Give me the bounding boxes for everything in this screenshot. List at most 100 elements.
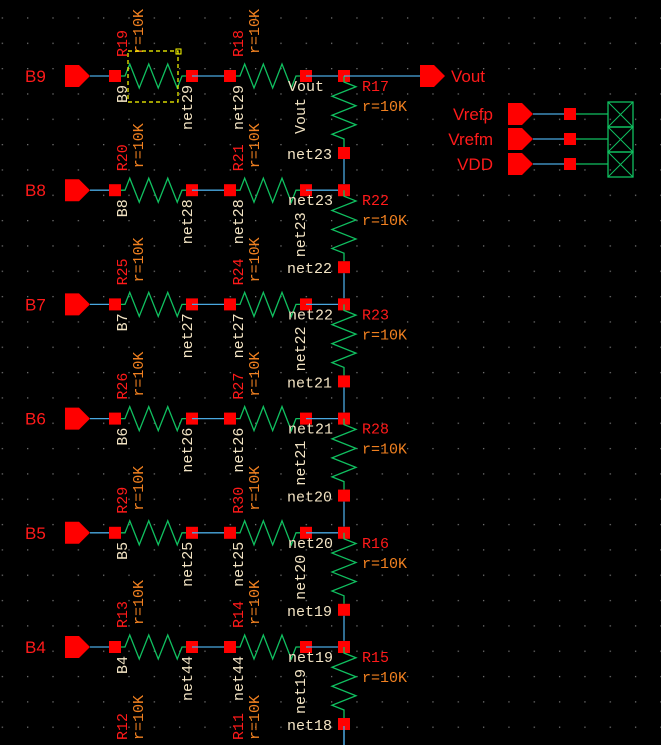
net-label: net22 <box>287 261 332 278</box>
input-pin-B7[interactable] <box>65 293 90 316</box>
resistor-R30[interactable] <box>236 519 306 547</box>
resistor-R21[interactable] <box>236 176 306 204</box>
instance-name: R11 <box>231 713 248 740</box>
connection-point[interactable] <box>338 147 350 159</box>
net-label: net19 <box>287 604 332 621</box>
instance-name: R29 <box>115 487 132 514</box>
cross-icon <box>607 151 634 178</box>
resistor-value: r=10K <box>131 237 148 282</box>
net-label: net27 <box>231 313 248 358</box>
instance-name: R27 <box>231 373 248 400</box>
net-label: net21 <box>288 422 333 439</box>
net-label: net25 <box>231 542 248 587</box>
resistor-R23[interactable] <box>330 304 358 376</box>
resistor-value: r=10K <box>362 213 407 230</box>
resistor-R14[interactable] <box>236 633 306 661</box>
connection-point[interactable] <box>224 298 236 311</box>
resistor-value: r=10K <box>131 466 148 511</box>
connection-point[interactable] <box>338 375 350 388</box>
net-label: net20 <box>293 555 310 600</box>
resistor-value: r=10K <box>247 123 264 168</box>
resistor-value: r=10K <box>131 580 148 625</box>
net-label: net20 <box>287 490 332 507</box>
instance-name: R17 <box>362 79 389 96</box>
connection-point[interactable] <box>109 526 121 539</box>
net-label: net26 <box>180 428 197 473</box>
supply-pin-VDD[interactable] <box>508 153 533 175</box>
connection-point[interactable] <box>109 412 121 425</box>
connection-point[interactable] <box>564 133 576 145</box>
connection-point[interactable] <box>109 298 121 311</box>
pin-label: Vrefp <box>453 105 493 124</box>
net-label: Vout <box>288 79 324 96</box>
supply-pin-Vrefm[interactable] <box>508 128 533 150</box>
instance-name: R13 <box>115 601 132 628</box>
cross-icon <box>607 126 634 153</box>
connection-point[interactable] <box>224 412 236 425</box>
net-label: B7 <box>115 313 132 331</box>
input-pin-B6[interactable] <box>65 407 90 430</box>
connection-point[interactable] <box>564 108 576 120</box>
pin-label: B5 <box>25 524 46 543</box>
resistor-R16[interactable] <box>330 532 358 604</box>
output-pin-Vout[interactable] <box>420 65 445 87</box>
instance-name: R30 <box>231 487 248 514</box>
noconn-terminator[interactable] <box>607 151 634 178</box>
net-label: net22 <box>293 326 310 371</box>
net-label: B9 <box>115 85 132 103</box>
resistor-R20[interactable] <box>121 176 192 204</box>
connection-point[interactable] <box>224 184 236 197</box>
resistor-R24[interactable] <box>236 290 306 319</box>
resistor-R15[interactable] <box>330 647 358 718</box>
supply-pin-Vrefp[interactable] <box>508 103 533 125</box>
resistor-value: r=10K <box>362 99 407 116</box>
connection-point[interactable] <box>109 184 121 197</box>
selection-handle[interactable] <box>175 48 182 55</box>
resistor-R13[interactable] <box>121 633 192 661</box>
pin-label: B7 <box>25 295 46 314</box>
resistor-R19[interactable] <box>121 62 192 90</box>
resistor-value: r=10K <box>247 580 264 625</box>
pin-label: VDD <box>457 155 493 174</box>
net-label: net19 <box>288 650 333 667</box>
resistor-R29[interactable] <box>121 519 192 547</box>
net-label: net21 <box>287 375 332 392</box>
resistor-R22[interactable] <box>330 190 358 262</box>
connection-point[interactable] <box>338 261 350 274</box>
input-pin-B4[interactable] <box>65 636 90 658</box>
connection-point[interactable] <box>224 641 236 653</box>
connection-point[interactable] <box>224 526 236 539</box>
net-label: net29 <box>180 85 197 130</box>
input-pin-B5[interactable] <box>65 521 90 544</box>
resistor-value: r=10K <box>131 123 148 168</box>
input-pin-B9[interactable] <box>65 65 90 87</box>
resistor-R18[interactable] <box>236 62 306 90</box>
instance-name: R23 <box>362 307 389 324</box>
net-label: Vout <box>293 98 310 134</box>
resistor-value: r=10K <box>247 9 264 54</box>
connection-point[interactable] <box>224 70 236 82</box>
resistor-R26[interactable] <box>121 404 192 433</box>
instance-name: R15 <box>362 650 389 667</box>
resistor-value: r=10K <box>362 670 407 687</box>
resistor-value: r=10K <box>247 695 264 740</box>
resistor-R27[interactable] <box>236 404 306 433</box>
connection-point[interactable] <box>564 158 576 170</box>
connection-point[interactable] <box>109 641 121 653</box>
connection-point[interactable] <box>338 603 350 616</box>
pin-label: B8 <box>25 181 46 200</box>
connection-point[interactable] <box>338 489 350 502</box>
connection-point[interactable] <box>109 70 121 82</box>
instance-name: R24 <box>231 258 248 285</box>
resistor-value: r=10K <box>362 556 407 573</box>
net-label: net44 <box>180 656 197 701</box>
resistor-R17[interactable] <box>330 76 358 147</box>
resistor-R28[interactable] <box>330 418 358 490</box>
net-label: net27 <box>180 313 197 358</box>
net-label: net20 <box>288 536 333 553</box>
input-pin-B8[interactable] <box>65 179 90 202</box>
connection-point[interactable] <box>338 718 350 730</box>
resistor-R25[interactable] <box>121 290 192 319</box>
instance-name: R25 <box>115 258 132 285</box>
